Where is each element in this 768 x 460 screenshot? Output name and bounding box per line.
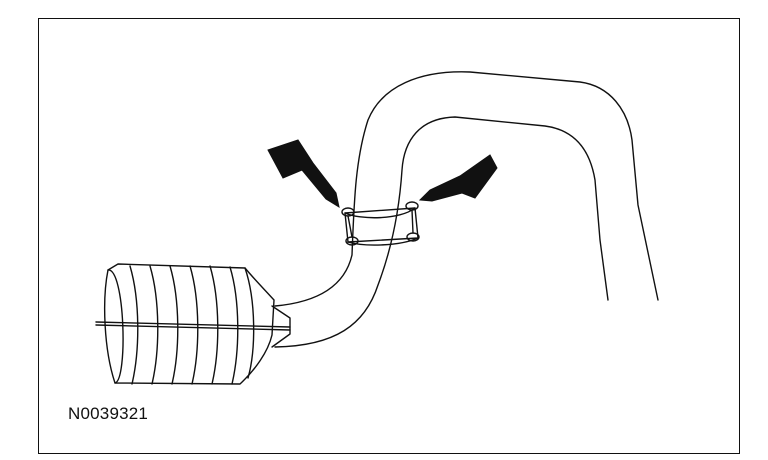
left-clamp-arrow — [267, 139, 340, 209]
exhaust-pipe-inner — [274, 116, 609, 348]
exhaust-pipe-outer — [274, 71, 659, 307]
figure-frame — [38, 18, 740, 454]
figure-id-label: N0039321 — [68, 404, 149, 423]
muffler — [95, 263, 291, 385]
right-clamp-arrow — [418, 154, 498, 202]
pipe-clamp — [341, 201, 420, 246]
